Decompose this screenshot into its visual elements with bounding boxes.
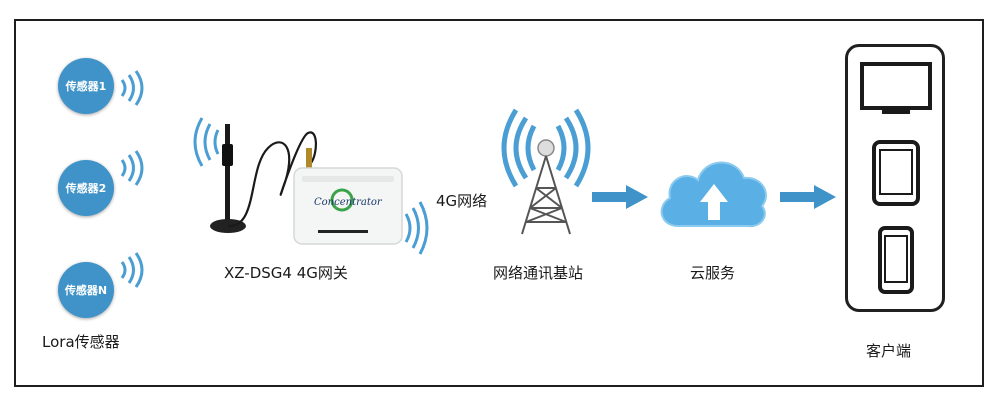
tablet-icon <box>872 140 920 206</box>
cloud-label: 云服务 <box>690 264 736 282</box>
gateway-device-icon <box>193 117 429 255</box>
network-label: 4G网络 <box>436 192 488 210</box>
sensor-n-label: 传感器N <box>64 284 108 297</box>
sensor-group-label: Lora传感器 <box>42 333 120 351</box>
gateway-label: XZ-DSG4 4G网关 <box>224 264 348 282</box>
sensor-1-label: 传感器1 <box>65 80 107 93</box>
sensor-n-wave-icon <box>120 252 144 288</box>
client-label: 客户端 <box>866 342 912 360</box>
sensor-1-badge: 传感器1 <box>58 58 114 114</box>
sensor-1-wave-icon <box>120 70 144 106</box>
monitor-icon <box>860 62 932 114</box>
sensor-2-label: 传感器2 <box>65 182 107 195</box>
sensor-2-wave-icon <box>120 150 144 186</box>
cloud-icon <box>660 161 767 228</box>
sensor-2-badge: 传感器2 <box>58 160 114 216</box>
arrow-tower-to-cloud-icon <box>592 185 648 209</box>
sensor-n-badge: 传感器N <box>58 262 114 318</box>
arrow-cloud-to-client-icon <box>780 185 836 209</box>
client-devices-frame <box>845 44 945 312</box>
gateway-brand-text: Concentrator <box>314 197 382 208</box>
tower-label: 网络通讯基站 <box>493 264 584 282</box>
cell-tower-icon <box>501 108 591 235</box>
phone-icon <box>878 226 914 294</box>
